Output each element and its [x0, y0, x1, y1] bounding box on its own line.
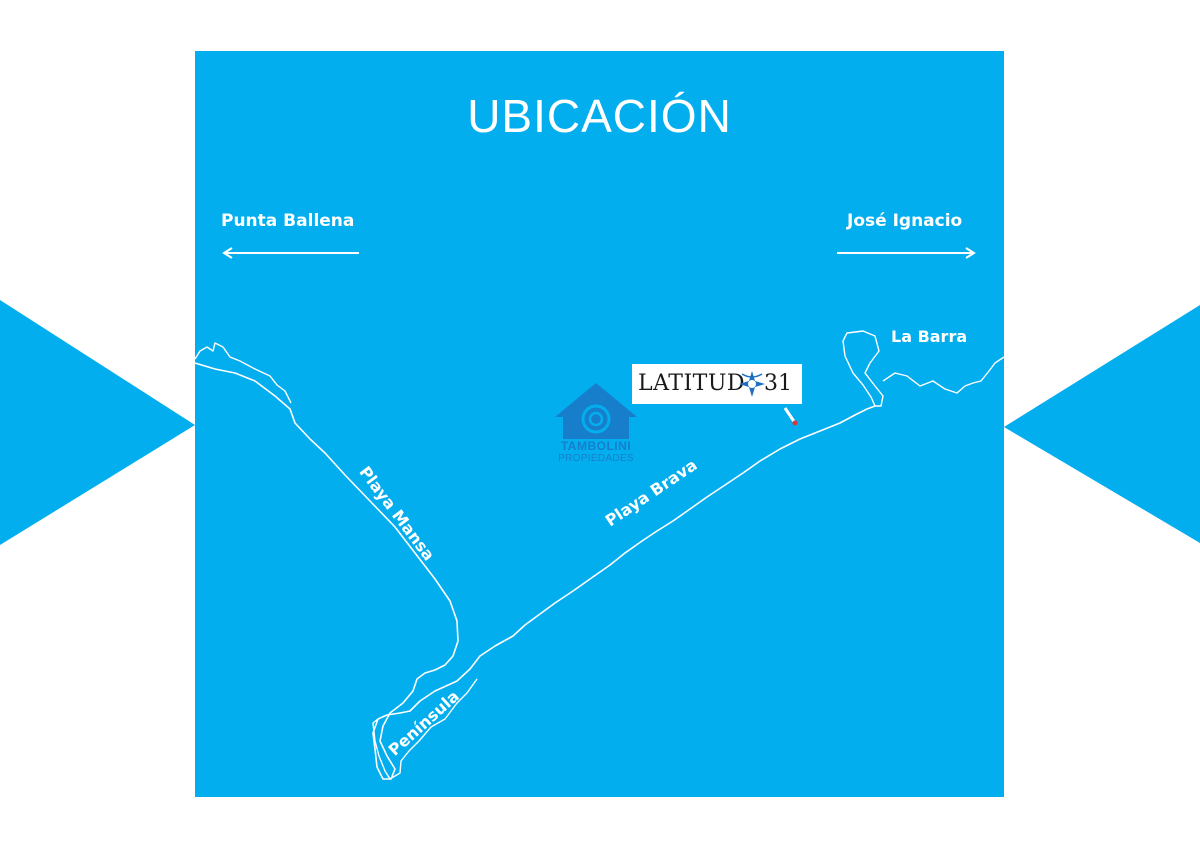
coastline-mansa — [195, 362, 459, 780]
brand-marker: LATITUD 31 — [632, 364, 802, 404]
right-triangle — [1004, 305, 1200, 543]
location-pin-icon — [792, 420, 798, 426]
direction-label-right: José Ignacio — [847, 211, 963, 231]
coastline-brava — [377, 405, 876, 720]
direction-label-left: Punta Ballena — [221, 211, 355, 231]
watermark-subtitle: PROPIEDADES — [558, 453, 634, 464]
brand-text: LATITUD — [638, 371, 746, 396]
la-barra-coast — [882, 356, 1004, 394]
watermark-logo: TAMBOLINI PROPIEDADES — [551, 381, 641, 464]
right-arrow-icon — [837, 247, 976, 259]
left-arrow-icon — [222, 247, 359, 259]
peninsula-outline — [372, 678, 478, 780]
la-barra-outline — [842, 330, 884, 407]
watermark-name: TAMBOLINI — [560, 439, 632, 453]
map-panel: UBICACIÓN Punta Ballena José Ignacio La … — [195, 51, 1004, 797]
compass-icon — [739, 371, 765, 397]
brand-number: 31 — [764, 371, 792, 396]
page-title: UBICACIÓN — [467, 90, 732, 142]
location-pointer-line — [783, 407, 797, 424]
left-triangle — [0, 300, 195, 545]
house-icon — [555, 383, 637, 439]
punta-ballena-outline — [195, 342, 292, 404]
label-la-barra: La Barra — [891, 327, 968, 346]
